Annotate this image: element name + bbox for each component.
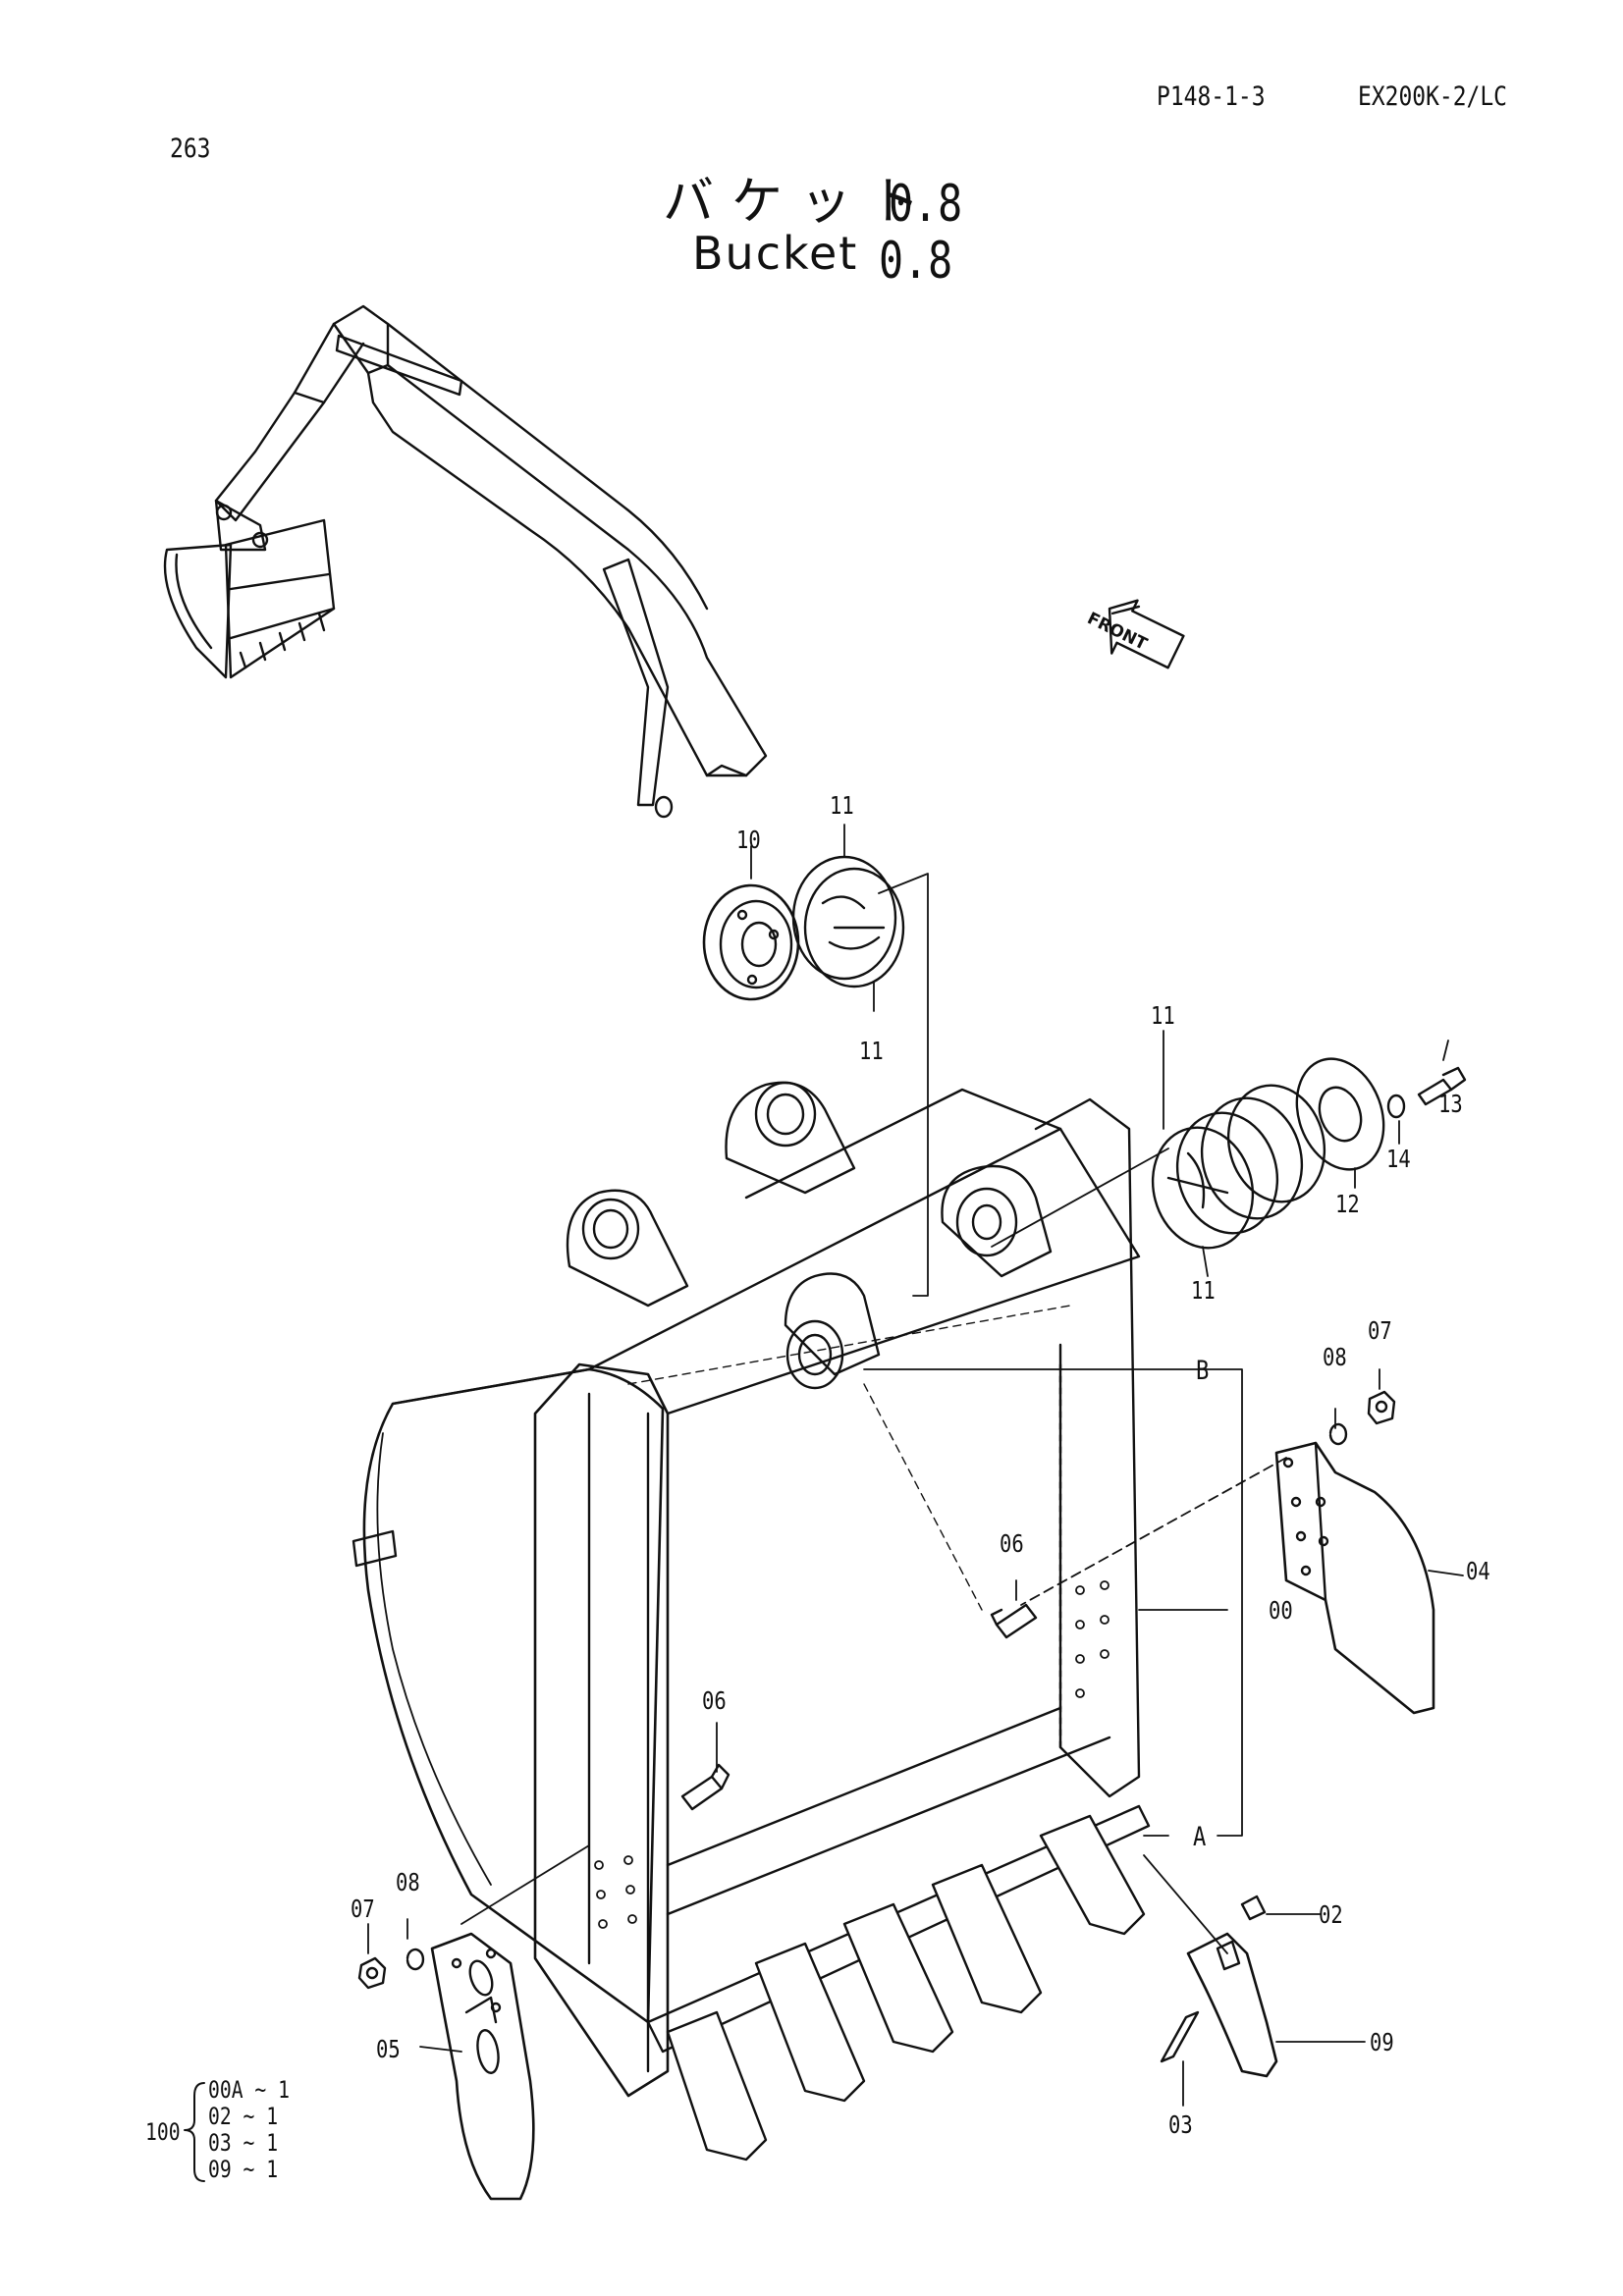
part-07-nut-right — [1369, 1392, 1394, 1423]
part-06-bolt-upper — [992, 1605, 1036, 1637]
callout-07: 07 — [351, 1895, 375, 1923]
kit-line: 09 ~ 1 — [208, 2156, 279, 2183]
model-code: EX200K-2/LC — [1358, 81, 1507, 112]
callout-12: 12 — [1335, 1190, 1360, 1218]
part-12-plate — [1282, 1046, 1399, 1182]
callout-09: 09 — [1370, 2028, 1394, 2056]
callout-10: 10 — [736, 826, 761, 854]
leader-lines — [368, 825, 1463, 2106]
callout-03: 03 — [1168, 2110, 1193, 2139]
callout-08: 08 — [396, 1868, 420, 1896]
callout-02: 02 — [1319, 1900, 1343, 1929]
kit-line: 02 ~ 1 — [208, 2103, 279, 2130]
callout-06: 06 — [702, 1686, 727, 1715]
callout-11: 11 — [830, 791, 854, 820]
callout-04: 04 — [1466, 1557, 1490, 1585]
callout-05: 05 — [376, 2035, 401, 2063]
callout-14: 14 — [1386, 1145, 1411, 1173]
callout-11: 11 — [1151, 1001, 1175, 1030]
part-06-bolt-lower — [682, 1765, 729, 1809]
callout-A: A — [1193, 1822, 1207, 1852]
part-11-shims-right — [1140, 1075, 1337, 1259]
kit-brace — [185, 2083, 204, 2181]
title-english: Bucket — [692, 227, 859, 280]
part-05-side-cutter — [432, 1934, 533, 2199]
kit-line: 00A ~ 1 — [208, 2076, 290, 2104]
part-08-washer-left — [407, 1949, 423, 1969]
part-07-nut-left — [359, 1958, 385, 1988]
callout-08: 08 — [1323, 1343, 1347, 1371]
page-reference: P148-1-3 — [1157, 81, 1266, 112]
bucket-body — [353, 1083, 1149, 2160]
callout-B: B — [1196, 1356, 1210, 1386]
title-japanese-size: 0.8 — [889, 175, 963, 234]
kit-line: 03 ~ 1 — [208, 2129, 279, 2157]
title-japanese: バケット — [663, 173, 939, 232]
callout-07: 07 — [1368, 1316, 1392, 1345]
part-09-tooth — [1188, 1934, 1276, 2076]
part-02-pin — [1242, 1896, 1265, 1919]
excavator-overview — [165, 306, 766, 817]
title-english-size: 0.8 — [879, 232, 953, 291]
callout-13: 13 — [1438, 1090, 1463, 1118]
part-08-washer-right — [1330, 1424, 1346, 1444]
part-10-plate — [704, 885, 798, 999]
callout-00: 00 — [1269, 1596, 1293, 1625]
kit-number: 100 — [145, 2118, 181, 2146]
part-13-bolt — [1419, 1068, 1465, 1104]
part-14-washer — [1388, 1095, 1404, 1117]
part-04-side-cutter — [1276, 1443, 1434, 1713]
callout-11: 11 — [859, 1037, 884, 1065]
callout-06: 06 — [1000, 1529, 1024, 1558]
page-number: 263 — [170, 133, 211, 164]
front-arrow-icon — [1092, 591, 1188, 678]
callout-11: 11 — [1191, 1276, 1216, 1305]
part-03-pin — [1162, 2012, 1198, 2061]
part-11-shims-left — [793, 857, 903, 987]
